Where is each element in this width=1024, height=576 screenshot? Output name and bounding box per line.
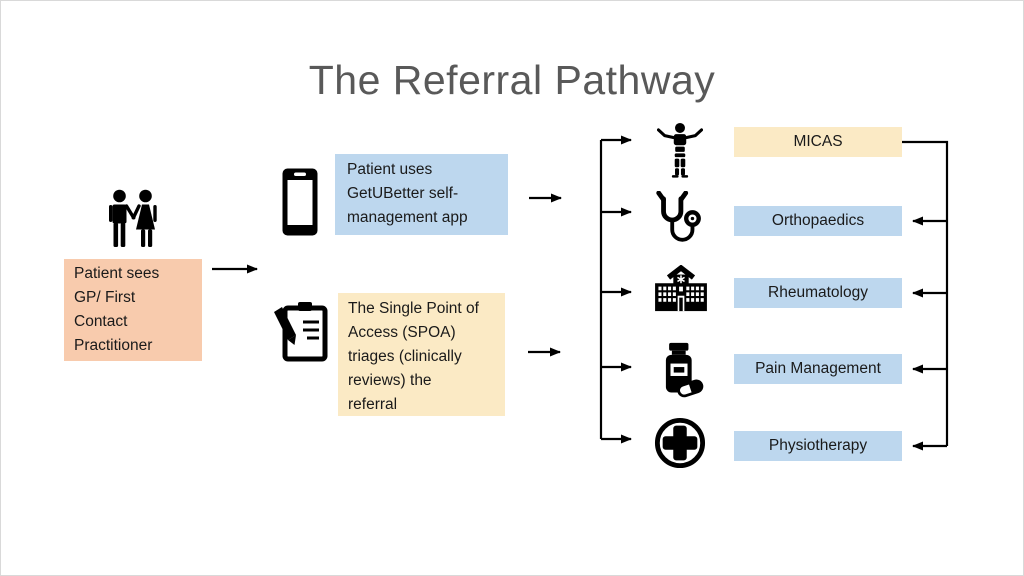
hospital-icon [653,265,709,313]
service-box-orthopaedics: Orthopaedics [734,206,902,236]
service-box-pain-management: Pain Management [734,354,902,384]
service-box-rheumatology: Rheumatology [734,278,902,308]
couple-icon [104,189,162,249]
service-box-physiotherapy: Physiotherapy [734,431,902,461]
stethoscope-icon [651,191,705,249]
spoa-box: The Single Point of Access (SPOA) triage… [338,293,505,416]
smartphone-icon [281,167,319,237]
body-icon [657,121,703,179]
clipboard-pencil-icon [273,301,329,363]
patient-box: Patient sees GP/ First Contact Practitio… [64,259,202,361]
medical-cross-icon [654,417,706,469]
page-title: The Referral Pathway [308,57,716,103]
service-box-micas: MICAS [734,127,902,157]
pill-bottle-icon [659,339,705,401]
app-box: Patient uses GetUBetter self- management… [335,154,508,235]
